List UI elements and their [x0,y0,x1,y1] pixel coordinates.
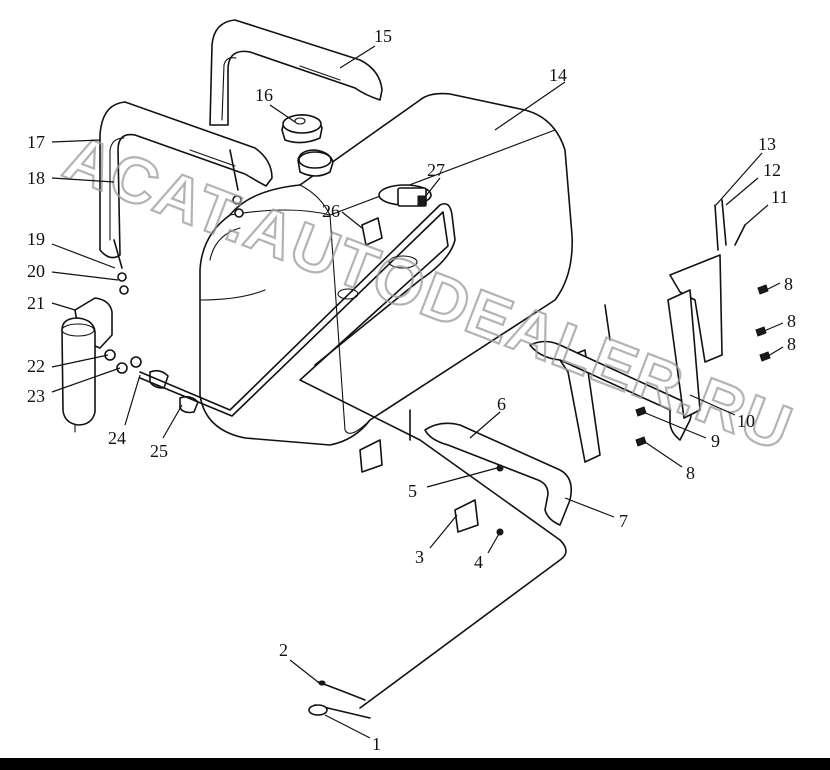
line-clips [359,217,504,536]
callout-24: 24 [108,428,126,448]
callout-8c: 8 [787,334,796,354]
callout-23: 23 [27,386,45,406]
strap-bolt-upper [229,149,244,218]
callout-7: 7 [619,511,628,531]
callout-8d: 8 [686,463,695,483]
callout-17: 17 [27,132,45,152]
callout-13: 13 [758,134,776,154]
callout-26: 26 [322,201,340,221]
callout-20: 20 [27,261,45,281]
callout-11: 11 [771,187,788,207]
callout-8a: 8 [784,274,793,294]
callout-4: 4 [474,552,483,572]
bracket-bolts [604,199,771,447]
callout-5: 5 [408,481,417,501]
callout-labels: 1 2 3 4 5 6 7 8 8 8 8 9 10 11 12 13 14 1… [27,26,796,754]
callout-25: 25 [150,441,168,461]
bottom-border [0,758,830,770]
tank-strap-lower [99,101,273,259]
fuel-cap [281,114,323,144]
callout-3: 3 [415,547,424,567]
callout-8b: 8 [787,311,796,331]
callout-10: 10 [737,411,755,431]
filler-neck [297,149,334,177]
tank-bracket-front [424,349,601,526]
fuel-level-sender [378,184,432,207]
callout-2: 2 [279,640,288,660]
callout-15: 15 [374,26,392,46]
callout-14: 14 [549,65,567,85]
callout-9: 9 [711,431,720,451]
callout-12: 12 [763,160,781,180]
callout-19: 19 [27,229,45,249]
tank-strap-upper [209,19,383,126]
callout-27: 27 [427,160,445,180]
callout-18: 18 [27,168,45,188]
fuel-filter-assembly [61,297,142,433]
fuel-pickup-end [308,680,328,716]
callout-1: 1 [372,734,381,754]
callout-16: 16 [255,85,273,105]
strap-bolt-lower [113,239,129,295]
tank-bracket-rear [529,254,723,441]
callout-6: 6 [497,394,506,414]
leader-lines [51,45,784,739]
callout-22: 22 [27,356,45,376]
callout-21: 21 [27,293,45,313]
